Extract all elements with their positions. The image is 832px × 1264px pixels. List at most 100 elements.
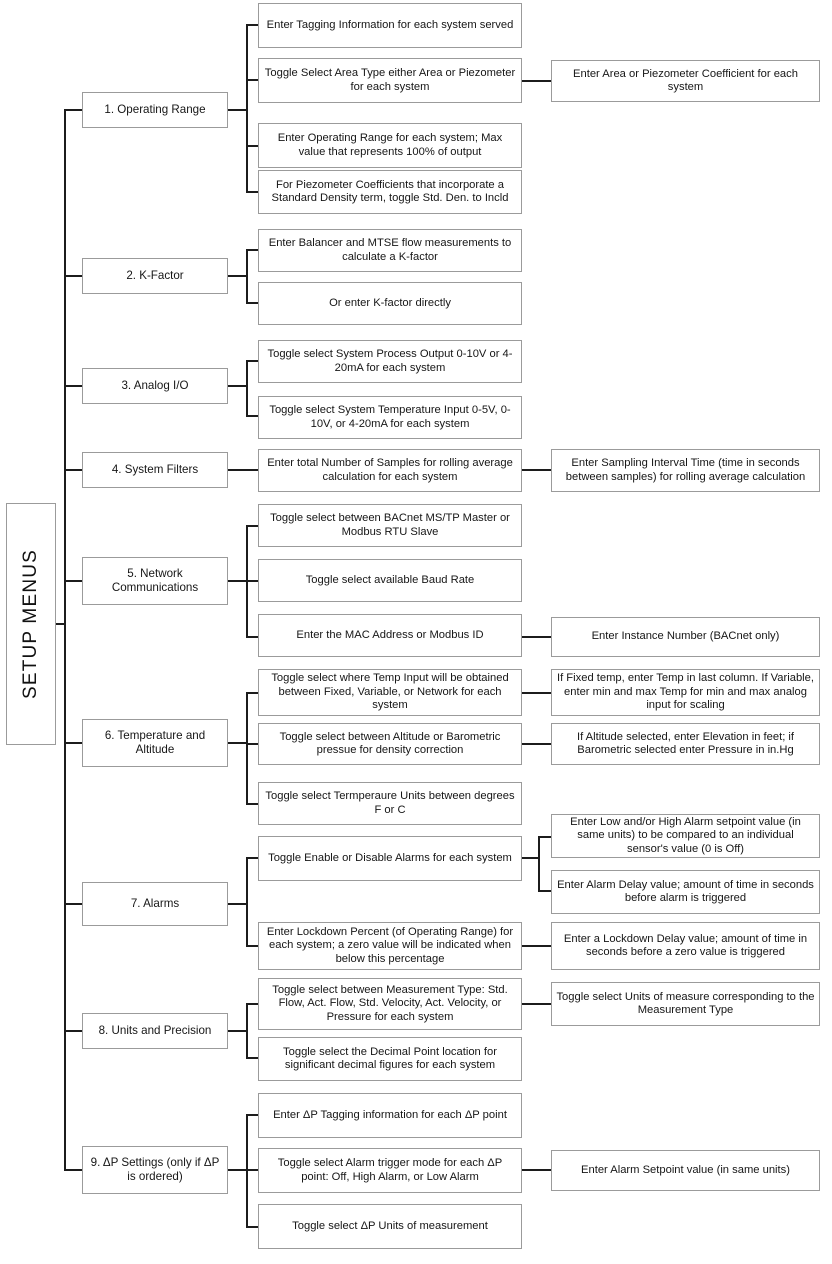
step-node-dp-alarm-mode[interactable]: Toggle select Alarm trigger mode for eac… — [258, 1148, 522, 1193]
detail-label: Enter Sampling Interval Time (time in se… — [565, 457, 806, 483]
menu-node-units-precision[interactable]: 8. Units and Precision — [82, 1013, 228, 1049]
menu-node-temperature-altitude[interactable]: 6. Temperature and Altitude — [82, 719, 228, 767]
detail-node-lockdown-delay[interactable]: Enter a Lockdown Delay value; amount of … — [551, 922, 820, 970]
detail-node-instance-number[interactable]: Enter Instance Number (BACnet only) — [551, 617, 820, 657]
menu-node-analog-io[interactable]: 3. Analog I/O — [82, 368, 228, 404]
step-label: Toggle select where Temp Input will be o… — [271, 672, 509, 712]
step-node-baud-rate[interactable]: Toggle select available Baud Rate — [258, 559, 522, 602]
step-node-protocol-select[interactable]: Toggle select between BACnet MS/TP Maste… — [258, 504, 522, 547]
detail-node-temp-scaling[interactable]: If Fixed temp, enter Temp in last column… — [551, 669, 820, 716]
connector-bus-to-process-output — [246, 360, 260, 362]
detail-node-elevation-pressure[interactable]: If Altitude selected, enter Elevation in… — [551, 723, 820, 765]
menu-node-operating-range[interactable]: 1. Operating Range — [82, 92, 228, 128]
connector-units-precision-bus — [246, 1003, 248, 1059]
step-node-temperature-input[interactable]: Toggle select System Temperature Input 0… — [258, 396, 522, 439]
connector-spine-to-network-communications — [64, 580, 84, 582]
detail-node-alarm-delay[interactable]: Enter Alarm Delay value; amount of time … — [551, 870, 820, 914]
menu-node-system-filters[interactable]: 4. System Filters — [82, 452, 228, 488]
connector-spine-to-analog-io — [64, 385, 84, 387]
connector-system-filters-to-samples — [228, 469, 260, 471]
connector-mac-to-instance-number — [522, 636, 553, 638]
connector-dp-alarm-to-setpoint — [522, 1169, 553, 1171]
connector-units-precision-out — [228, 1030, 248, 1032]
step-label: Enter total Number of Samples for rollin… — [267, 457, 513, 483]
step-node-k-factor-direct[interactable]: Or enter K-factor directly — [258, 282, 522, 325]
step-node-altitude-barometric[interactable]: Toggle select between Altitude or Barome… — [258, 723, 522, 765]
connector-operating-range-bus — [246, 24, 248, 192]
connector-spine-to-temperature-altitude — [64, 742, 84, 744]
step-node-temp-input-source[interactable]: Toggle select where Temp Input will be o… — [258, 669, 522, 716]
detail-label: Enter Alarm Setpoint value (in same unit… — [581, 1163, 790, 1176]
step-node-dp-units[interactable]: Toggle select ΔP Units of measurement — [258, 1204, 522, 1249]
menu-node-network-communications[interactable]: 5. Network Communications — [82, 557, 228, 605]
menu-node-dp-settings[interactable]: 9. ΔP Settings (only if ΔP is ordered) — [82, 1146, 228, 1194]
connector-alarms-out — [228, 903, 248, 905]
detail-label: Enter a Lockdown Delay value; amount of … — [563, 932, 808, 958]
menu-label: 1. Operating Range — [104, 103, 206, 116]
connector-bus-to-balancer-mtse — [246, 249, 260, 251]
step-label: Toggle select between Measurement Type: … — [272, 983, 508, 1023]
menu-label: 7. Alarms — [130, 897, 180, 910]
connector-analog-io-bus — [246, 360, 248, 417]
connector-spine-to-operating-range — [64, 109, 84, 111]
step-node-dp-tagging[interactable]: Enter ΔP Tagging information for each ΔP… — [258, 1093, 522, 1138]
step-label: Toggle select System Temperature Input 0… — [269, 404, 511, 430]
step-node-temperature-units[interactable]: Toggle select Termperaure Units between … — [258, 782, 522, 825]
detail-node-alarm-setpoint[interactable]: Enter Low and/or High Alarm setpoint val… — [551, 814, 820, 858]
step-node-decimal-point[interactable]: Toggle select the Decimal Point location… — [258, 1037, 522, 1081]
step-node-operating-range-value[interactable]: Enter Operating Range for each system; M… — [258, 123, 522, 168]
step-node-process-output[interactable]: Toggle select System Process Output 0-10… — [258, 340, 522, 383]
connector-bus-to-temperature-input — [246, 415, 260, 417]
connector-spine-to-dp-settings — [64, 1169, 84, 1171]
connector-spine-to-k-factor — [64, 275, 84, 277]
connector-bus-to-alarm-setpoint — [538, 836, 553, 838]
step-label: Enter Balancer and MTSE flow measurement… — [268, 237, 512, 263]
detail-node-sampling-interval[interactable]: Enter Sampling Interval Time (time in se… — [551, 449, 820, 492]
root-node-setup-menus[interactable]: SETUP MENUS — [6, 503, 56, 745]
step-label: Toggle select System Process Output 0-10… — [267, 348, 513, 374]
menu-node-alarms[interactable]: 7. Alarms — [82, 882, 228, 926]
detail-node-units-of-measure[interactable]: Toggle select Units of measure correspon… — [551, 982, 820, 1026]
connector-bus-to-protocol-select — [246, 525, 260, 527]
detail-node-dp-alarm-setpoint[interactable]: Enter Alarm Setpoint value (in same unit… — [551, 1150, 820, 1191]
connector-root-stub — [56, 623, 66, 625]
connector-bus-to-dp-units — [246, 1226, 260, 1228]
step-label: Toggle select ΔP Units of measurement — [292, 1219, 488, 1232]
step-node-std-density[interactable]: For Piezometer Coefficients that incorpo… — [258, 170, 522, 214]
connector-temperature-altitude-out — [228, 742, 248, 744]
step-label: Toggle select Termperaure Units between … — [265, 790, 515, 816]
connector-root-spine — [64, 109, 66, 1171]
detail-label: Toggle select Units of measure correspon… — [556, 990, 815, 1016]
connector-bus-to-lockdown-percent — [246, 945, 260, 947]
step-node-number-of-samples[interactable]: Enter total Number of Samples for rollin… — [258, 449, 522, 492]
connector-bus-to-mac-address — [246, 636, 260, 638]
step-label: Toggle Select Area Type either Area or P… — [264, 67, 516, 93]
connector-spine-to-units-precision — [64, 1030, 84, 1032]
connector-bus-to-operating-range-value — [246, 145, 260, 147]
menu-label: 4. System Filters — [111, 463, 199, 476]
step-node-area-type[interactable]: Toggle Select Area Type either Area or P… — [258, 58, 522, 103]
connector-network-out — [228, 580, 248, 582]
connector-k-factor-out — [228, 275, 248, 277]
menu-label: 3. Analog I/O — [121, 379, 189, 392]
step-label: Enter Tagging Information for each syste… — [266, 18, 514, 31]
connector-alarms-bus — [246, 857, 248, 947]
connector-bus-to-k-factor-direct — [246, 302, 260, 304]
menu-label: 8. Units and Precision — [98, 1024, 212, 1037]
detail-label: If Fixed temp, enter Temp in last column… — [556, 672, 814, 712]
connector-bus-to-baud-rate — [246, 580, 260, 582]
connector-temp-input-to-scaling — [522, 692, 553, 694]
detail-node-area-coefficient[interactable]: Enter Area or Piezometer Coefficient for… — [551, 60, 820, 102]
step-node-measurement-type[interactable]: Toggle select between Measurement Type: … — [258, 978, 522, 1030]
connector-bus-to-dp-alarm-mode — [246, 1169, 260, 1171]
detail-label: If Altitude selected, enter Elevation in… — [576, 730, 795, 756]
step-node-tagging-info[interactable]: Enter Tagging Information for each syste… — [258, 3, 522, 48]
menu-label: 5. Network Communications — [111, 567, 199, 594]
step-node-enable-alarms[interactable]: Toggle Enable or Disable Alarms for each… — [258, 836, 522, 881]
menu-node-k-factor[interactable]: 2. K-Factor — [82, 258, 228, 294]
step-node-mac-address[interactable]: Enter the MAC Address or Modbus ID — [258, 614, 522, 657]
step-node-balancer-mtse[interactable]: Enter Balancer and MTSE flow measurement… — [258, 229, 522, 272]
step-node-lockdown-percent[interactable]: Enter Lockdown Percent (of Operating Ran… — [258, 922, 522, 970]
connector-spine-to-system-filters — [64, 469, 84, 471]
